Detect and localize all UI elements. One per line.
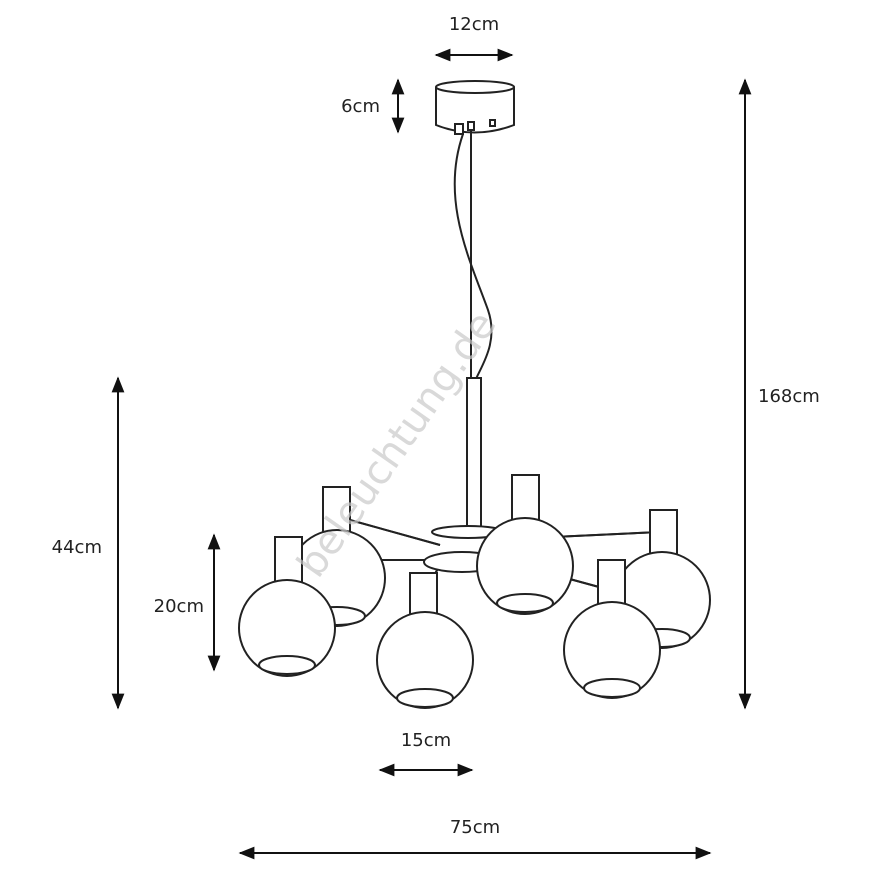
label-body-height: 44cm (52, 537, 102, 558)
label-canopy-width: 12cm (449, 14, 499, 35)
label-shade-diameter: 15cm (401, 730, 451, 751)
shade-2 (476, 474, 574, 615)
dimension-canopy-height: 6cm (341, 78, 405, 134)
down-rod (466, 377, 482, 531)
dimension-shade-diameter: 15cm (378, 730, 474, 777)
dimension-total-width: 75cm (238, 817, 712, 860)
suspension-cable (453, 130, 493, 385)
label-shade-height: 20cm (154, 596, 204, 617)
label-total-width: 75cm (450, 817, 500, 838)
dimension-shade-height: 20cm (154, 533, 221, 672)
shade-4 (238, 536, 336, 677)
dimension-total-height: 168cm (738, 78, 820, 710)
ceiling-canopy (435, 80, 515, 135)
dimension-body-height: 44cm (52, 376, 125, 710)
shade-6 (376, 572, 474, 709)
label-total-height: 168cm (758, 386, 820, 407)
dimension-canopy-width: 12cm (434, 14, 514, 62)
shade-5 (563, 559, 661, 699)
label-canopy-height: 6cm (341, 96, 380, 117)
